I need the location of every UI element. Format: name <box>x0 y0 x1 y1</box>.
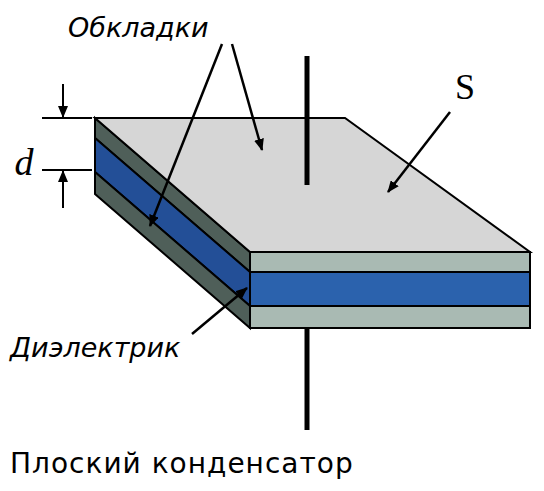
part-label: Обкладки <box>68 12 209 43</box>
leader-line <box>150 44 222 226</box>
dimension-arrow <box>62 84 64 117</box>
leader-line <box>388 112 450 192</box>
front-top-plate <box>250 252 530 272</box>
leader-line <box>192 288 247 334</box>
area-label: S <box>455 66 475 108</box>
dimension-label: d <box>15 140 34 184</box>
dimension-arrow <box>62 171 64 208</box>
top-terminal <box>305 56 310 190</box>
front-bottom-plate <box>250 306 530 328</box>
dimension-line <box>42 169 92 171</box>
leader-line <box>232 44 262 150</box>
front-dielectric <box>250 272 530 306</box>
dimension-line <box>42 117 92 119</box>
top-terminal-on-plate <box>305 118 310 185</box>
bottom-terminal <box>305 328 310 430</box>
part-label: Диэлектрик <box>10 332 180 363</box>
top-plate-surface <box>95 118 530 252</box>
caption: Плоский конденсатор <box>10 447 354 480</box>
